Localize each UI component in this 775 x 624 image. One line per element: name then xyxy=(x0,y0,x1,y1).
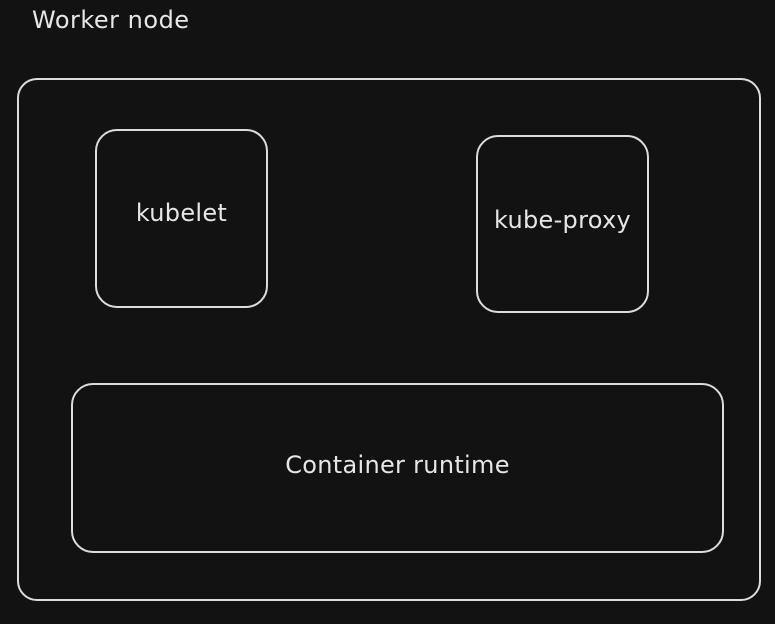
worker-node-frame xyxy=(17,78,761,601)
kubelet-label: kubelet xyxy=(135,198,228,227)
worker-node-title: Worker node xyxy=(32,6,190,34)
container-runtime-box: Container runtime xyxy=(71,383,724,553)
container-runtime-label: Container runtime xyxy=(285,451,510,479)
kubelet-box: kubelet xyxy=(95,129,268,308)
kube-proxy-box: kube-proxy xyxy=(476,135,649,313)
kube-proxy-label: kube-proxy xyxy=(494,206,631,234)
